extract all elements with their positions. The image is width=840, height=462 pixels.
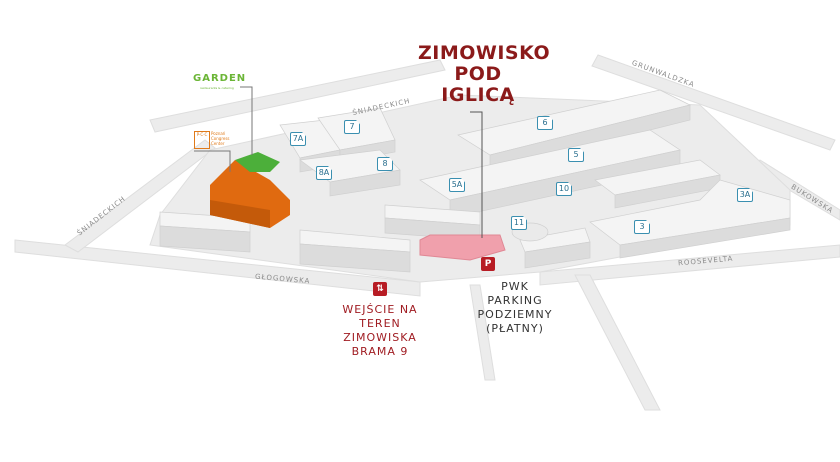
building-marker-5[interactable]: 5 xyxy=(568,148,584,162)
building-marker-10[interactable]: 10 xyxy=(556,182,572,196)
road-roosevelta xyxy=(539,244,840,286)
building-marker-6[interactable]: 6 xyxy=(537,116,553,130)
building-marker-3a[interactable]: 3A xyxy=(737,188,753,202)
parking-label: PWK PARKING PODZIEMNY (PŁATNY) xyxy=(460,280,570,336)
garden-subtitle: restaurants & catering xyxy=(200,86,234,90)
entry-label: WEJŚCIE NA TEREN ZIMOWISKA BRAMA 9 xyxy=(320,303,440,359)
building-marker-3[interactable]: 3 xyxy=(634,220,650,234)
entry-exit-arrows-icon: ⇅ xyxy=(373,282,387,296)
parking-line: PARKING xyxy=(487,294,543,307)
building-marker-5a[interactable]: 5A xyxy=(449,178,465,192)
building-marker-7a[interactable]: 7A xyxy=(290,132,306,146)
building-marker-8[interactable]: 8 xyxy=(377,157,393,171)
entry-line: ZIMOWISKA xyxy=(343,331,417,344)
road-glogowska xyxy=(14,239,421,297)
entry-line: BRAMA 9 xyxy=(351,345,409,358)
road-grunwaldzka xyxy=(591,54,836,151)
road-sniadeckich-top xyxy=(149,59,446,133)
building-marker-8a[interactable]: 8A xyxy=(316,166,332,180)
entry-line: WEJŚCIE NA TEREN xyxy=(342,303,418,330)
parking-line: (PŁATNY) xyxy=(486,322,544,335)
title-line: IGLICĄ xyxy=(441,84,515,106)
pcc-logo: P·C·C xyxy=(194,131,210,149)
road-south xyxy=(574,274,661,411)
zimowisko-pavilion xyxy=(419,234,506,261)
garden-logo: GARDEN xyxy=(193,73,247,84)
pcc-label: Poznań Congress Center xyxy=(211,131,230,146)
title-line: ZIMOWISKO xyxy=(418,42,551,64)
building-marker-11[interactable]: 11 xyxy=(511,216,527,230)
parking-line: PODZIEMNY xyxy=(477,308,553,321)
parking-icon: P xyxy=(481,257,495,271)
parking-line: PWK xyxy=(501,280,529,293)
road-south-2 xyxy=(469,284,496,381)
road-sniadeckich-left xyxy=(64,139,216,253)
building-marker-7[interactable]: 7 xyxy=(344,120,360,134)
zimowisko-title: ZIMOWISKO POD IGLICĄ xyxy=(418,42,551,106)
garden-building xyxy=(235,152,280,172)
title-line: POD xyxy=(454,63,502,85)
